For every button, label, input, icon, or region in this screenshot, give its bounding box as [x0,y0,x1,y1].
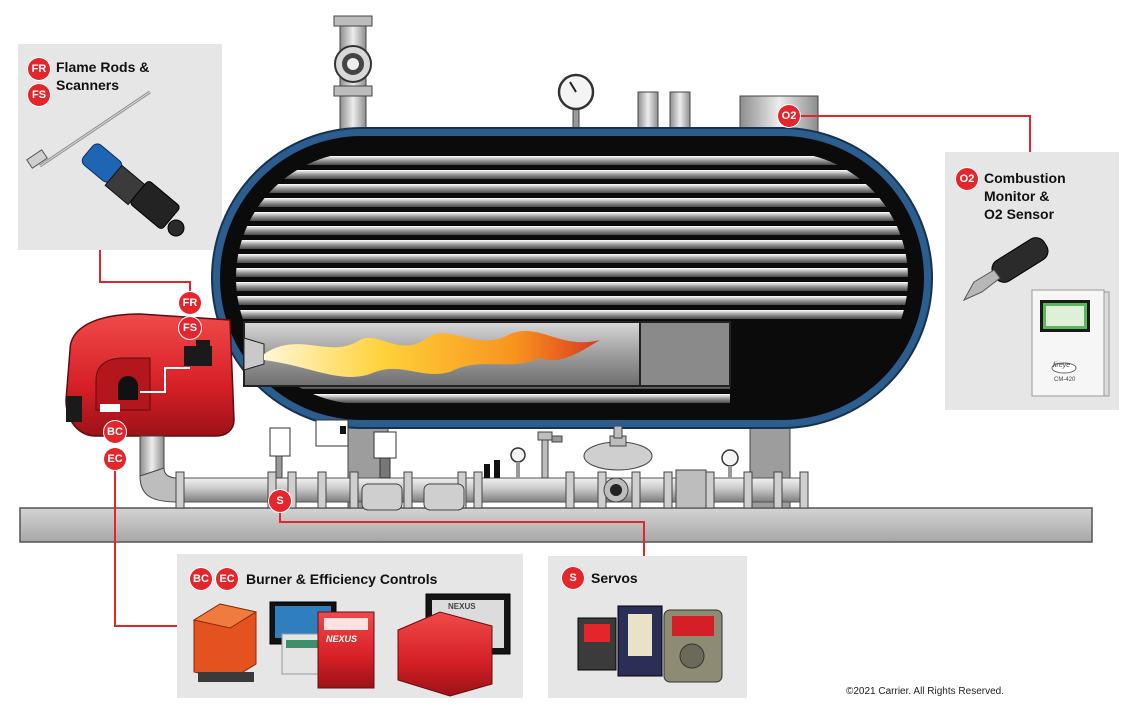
callout-fr: FR [179,292,201,314]
callout-s: S [269,490,291,512]
flame-panel-badge-fs: FS [28,84,50,106]
flame-rods-panel [18,44,222,250]
valve-actuator-2 [373,431,397,459]
strainer [675,469,707,509]
fireye-label: fireye [1053,362,1071,369]
gas-valve-body-2 [423,483,465,511]
callout-o2: O2 [778,105,800,127]
nexus-controller-image-1 [317,611,375,689]
servo-image-2 [617,605,663,677]
flame-panel-title-line2: Scanners [56,77,120,93]
flame-panel-title-line1: Flame Rods & [56,59,150,75]
callout-ec: EC [104,448,126,470]
callout-bc: BC [104,421,126,443]
servos-panel-badge-s: S [562,567,584,589]
flame-scanner-image [81,143,185,237]
burner-motor-block [184,346,212,366]
top-fitting-1 [637,91,659,133]
gas-valve-body-1 [361,483,403,511]
burner-panel-badge-bc: BC [190,568,212,590]
servo-image-1 [577,617,617,671]
cm-model-label: CM-420 [1054,377,1076,383]
callout-fs: FS [179,317,201,339]
nexus-controller-image-2 [397,593,511,697]
combustion-panel-badge-o2: O2 [956,168,978,190]
servo-actuator-box [269,427,291,457]
top-fitting-2 [669,91,691,133]
flame [264,330,600,377]
floor-slab [19,507,1093,543]
gas-gauge-1 [510,447,526,463]
o2-sensor-probe-image [962,237,1049,302]
flame-panel-badge-fr: FR [28,58,50,80]
flame-rod-image [26,90,151,169]
copyright-text: ©2021 Carrier. All Rights Reserved. [846,686,1004,697]
combustion-panel-title-line1: Combustion [984,170,1066,186]
burner-panel-badge-ec: EC [216,568,238,590]
combustion-panel-title-line2: Monitor & [984,188,1050,204]
burner-panel-title: Burner & Efficiency Controls [246,571,438,587]
gas-gauge-2 [721,449,739,467]
combustion-monitor-image [1031,289,1110,397]
burner-controller-orange-image [192,603,258,682]
nexus-label-1: NEXUS [326,634,358,644]
nexus-label-2: NEXUS [448,602,476,611]
servo-image-3 [663,609,723,683]
valve-actuator-1 [315,419,349,447]
combustion-panel-title-line3: O2 Sensor [984,206,1055,222]
servos-panel-title: Servos [591,570,638,586]
